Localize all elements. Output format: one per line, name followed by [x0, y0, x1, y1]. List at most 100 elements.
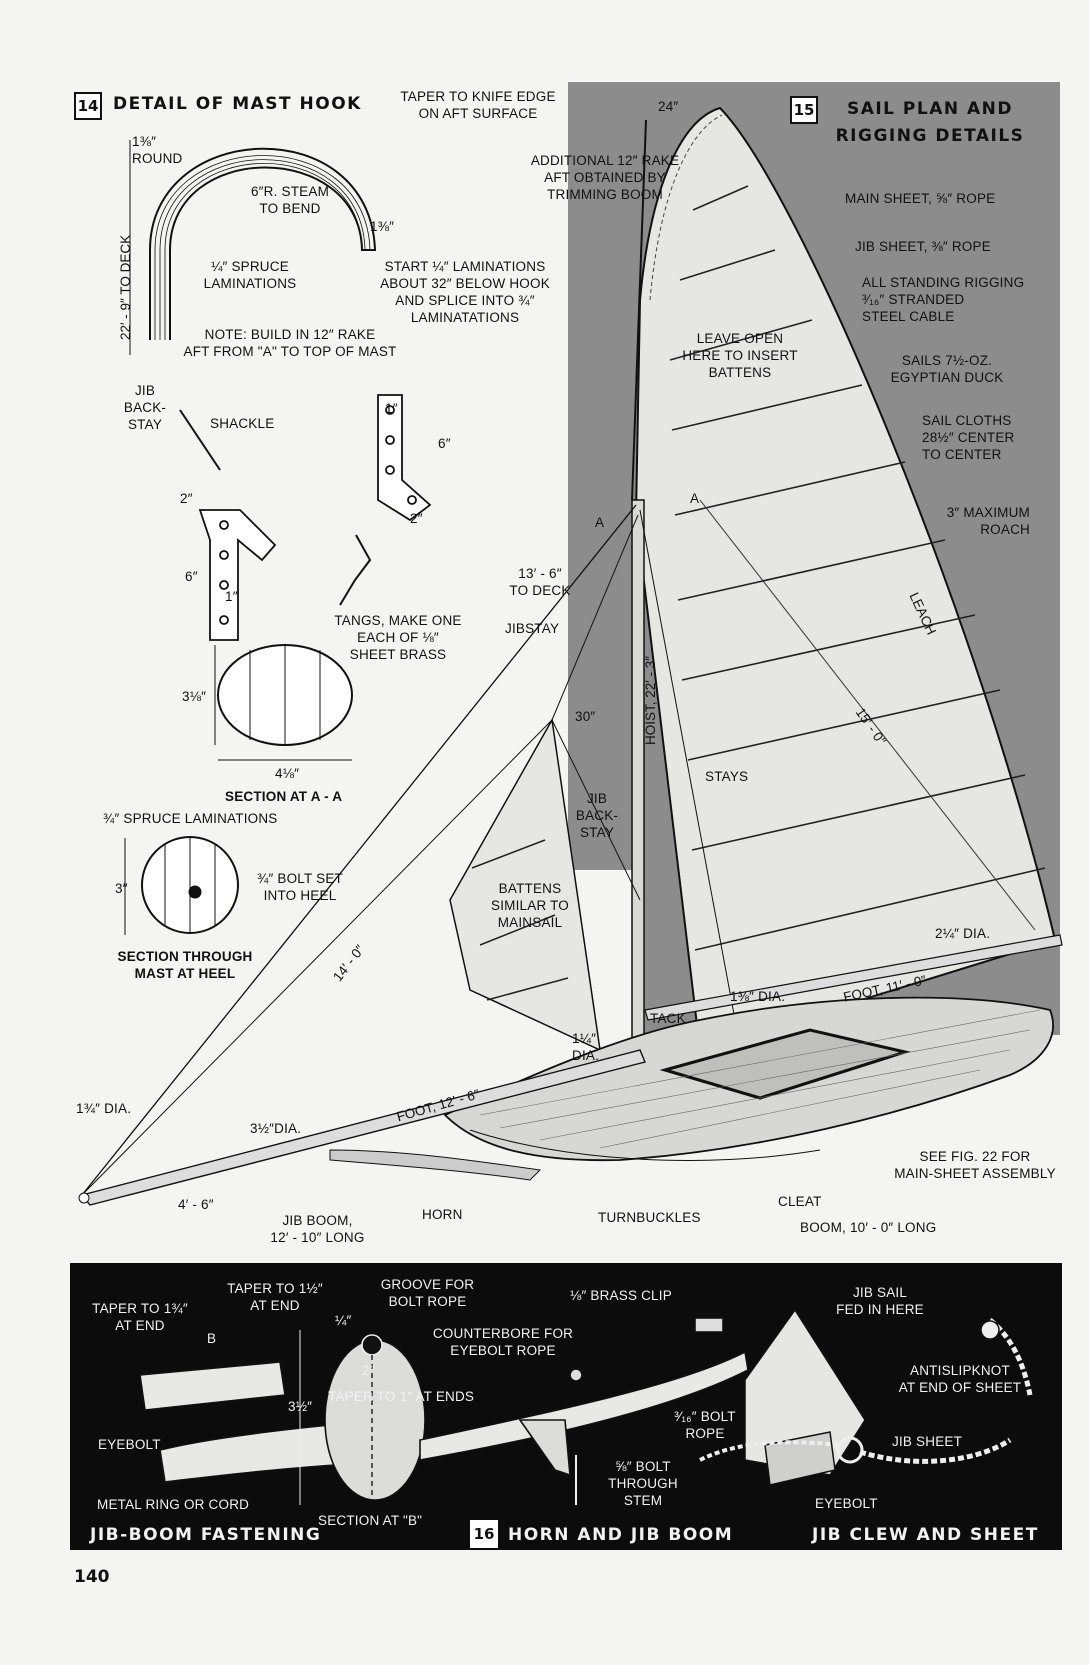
fig16-caption-right: JIB CLEW AND SHEET	[812, 1525, 1039, 1545]
fig15-roach: 3″ MAXIMUM ROACH	[946, 505, 1030, 537]
fig16-groove: GROOVE FOR BOLT ROPE	[380, 1277, 475, 1309]
fig16-caption-left: JIB-BOOM FASTENING	[90, 1525, 322, 1545]
fig15-sail-cloths: SAIL CLOTHS 28½″ CENTER TO CENTER	[922, 413, 1015, 462]
jib-boom-fastening-drawing	[139, 1317, 749, 1505]
fig15-dim-4-6: 4′ - 6″	[178, 1197, 214, 1212]
fig15-number: 15	[790, 96, 818, 124]
fig15-dia-3-12: 3½″DIA.	[250, 1121, 302, 1136]
page-number: 140	[74, 1567, 110, 1587]
fig16-caption-mid: HORN AND JIB BOOM	[508, 1525, 734, 1545]
fig16-bolt-stem: ⅝″ BOLT THROUGH STEM	[608, 1459, 678, 1508]
fig14-sec-aa: SECTION AT A - A	[225, 789, 343, 804]
fig14-sec-aa-width: 4⅛″	[275, 766, 300, 781]
section-heel	[124, 836, 239, 935]
fig15-add-rake: ADDITIONAL 12″ RAKE AFT OBTAINED BY TRIM…	[530, 153, 680, 202]
fig16-b-mark: B	[207, 1331, 217, 1346]
tang-right	[377, 394, 432, 522]
fig14-taper-note: TAPER TO KNIFE EDGE ON AFT SURFACE	[400, 89, 556, 121]
fig16-eyebolt-left: EYEBOLT	[98, 1437, 161, 1452]
fig15-dia-1-38: 1⅜″ DIA.	[730, 989, 786, 1004]
fig14-dim-1-left: 1″	[225, 589, 238, 604]
fig15-turnbuckles: TURNBUCKLES	[598, 1210, 701, 1225]
fig15-jib-backstay: JIB BACK- STAY	[575, 791, 619, 840]
fig14-heel-height: 3″	[115, 881, 128, 896]
fig14-spruce: ¼″ SPRUCE LAMINATIONS	[203, 259, 297, 291]
fig15-horn: HORN	[422, 1207, 463, 1222]
fig14-title: DETAIL OF MAST HOOK	[113, 94, 362, 114]
mainsail-battens	[669, 185, 1046, 951]
fig15-jib-sheet: JIB SHEET, ⅜″ ROPE	[855, 239, 991, 254]
fig16-sec-b: SECTION AT "B"	[318, 1513, 423, 1528]
fig14-start-lam: START ¼″ LAMINATIONS ABOUT 32″ BELOW HOO…	[380, 259, 550, 325]
main-boom	[644, 934, 1063, 1021]
cockpit	[659, 1028, 911, 1100]
fig16-h-312: 3½″	[288, 1399, 313, 1414]
fig15-to-deck: 13′ - 6″ TO DECK	[509, 566, 571, 598]
section-a-a	[214, 644, 353, 761]
fig15-dia-1-14: 1¼″ DIA.	[572, 1031, 600, 1063]
fig15-dim-30: 30″	[575, 709, 596, 724]
fig14-jib-backstay: JIB BACK- STAY	[123, 383, 167, 432]
fig14-radius: 6″R. STEAM TO BEND	[250, 184, 330, 216]
fig14-to-deck: 22′ - 9″ TO DECK	[118, 234, 133, 340]
fig16-taper-ends: TAPER TO 1″ AT ENDS	[328, 1389, 475, 1404]
fig15-battens: BATTENS SIMILAR TO MAINSAIL	[490, 881, 570, 930]
fig15-boom: BOOM, 10′ - 0″ LONG	[800, 1220, 937, 1235]
jib-sail-shape	[449, 717, 601, 1052]
fig15-tack: TACK	[650, 1011, 686, 1026]
tang-left	[198, 509, 277, 641]
fig16-brass-clip: ⅛″ BRASS CLIP	[570, 1288, 672, 1303]
fig14-lam-34: ¾″ SPRUCE LAMINATIONS	[103, 811, 278, 826]
fig14-bolt-heel: ¾″ BOLT SET INTO HEEL	[256, 871, 343, 903]
fig14-dim-6-top: 6″	[438, 436, 451, 451]
fig15-dia-2-14: 2¼″ DIA.	[935, 926, 991, 941]
fig15-top-24: 24″	[658, 99, 679, 114]
fig15-title: SAIL PLAN AND RIGGING DETAILS	[835, 99, 1025, 146]
jib-battens	[471, 839, 569, 1001]
fig15-stays: STAYS	[705, 769, 749, 784]
fig16-antislip: ANTISLIPKNOT AT END OF SHEET	[898, 1363, 1022, 1395]
mast	[631, 499, 645, 1061]
fig14-dim-2-left: 2″	[180, 491, 193, 506]
fig15-see-fig: SEE FIG. 22 FOR MAIN-SHEET ASSEMBLY	[894, 1149, 1056, 1181]
fig16-metal-ring: METAL RING OR CORD	[97, 1497, 250, 1512]
fig15-hoist: HOIST, 22′ - 3″	[643, 655, 658, 745]
fig16-jib-sail-fed: JIB SAIL FED IN HERE	[836, 1285, 924, 1317]
fig15-leave-open: LEAVE OPEN HERE TO INSERT BATTENS	[682, 331, 798, 380]
fig16-number: 16	[470, 1520, 498, 1548]
fig16-eyebolt-right: EYEBOLT	[815, 1496, 878, 1511]
mast-hook-drawing	[129, 140, 377, 355]
fig16-taper-134: TAPER TO 1¾″ AT END	[92, 1301, 188, 1333]
mainsail-shape	[634, 106, 1057, 1052]
fig16-counterbore: COUNTERBORE FOR EYEBOLT ROPE	[432, 1326, 574, 1358]
fig15-sails: SAILS 7½-OZ. EGYPTIAN DUCK	[890, 353, 1004, 385]
fig14-note-rake: NOTE: BUILD IN 12″ RAKE AFT FROM "A" TO …	[183, 327, 397, 359]
fig15-jibstay: JIBSTAY	[505, 621, 560, 636]
fig15-jib-boom: JIB BOOM, 12′ - 10″ LONG	[270, 1213, 365, 1245]
fig14-sec-aa-height: 3⅛″	[182, 689, 207, 704]
fig16-two-in: 2″	[362, 1363, 375, 1378]
jib-forestay	[81, 504, 637, 1196]
fig14-dim-6-left: 6″	[185, 569, 198, 584]
fig15-a-left: A	[595, 515, 605, 530]
fig15-standing: ALL STANDING RIGGING ³⁄₁₆″ STRANDED STEE…	[862, 275, 1025, 324]
fig15-main-sheet: MAIN SHEET, ⅝″ ROPE	[845, 191, 996, 206]
fig15-a-right: A	[690, 491, 700, 506]
mainsail-luff-line	[649, 114, 723, 301]
fig16-bolt-rope: ³⁄₁₆″ BOLT ROPE	[674, 1409, 736, 1441]
fig14-round: 1⅜″ ROUND	[132, 134, 183, 166]
horn-jib-boom-black-panel	[70, 1263, 1062, 1550]
fig14-shackle: SHACKLE	[210, 416, 275, 431]
fig14-dim-1-top: 1″	[385, 401, 398, 416]
fig14-tangs: TANGS, MAKE ONE EACH OF ⅛″ SHEET BRASS	[334, 613, 462, 662]
fig14-number: 14	[74, 92, 102, 120]
fig15-cleat: CLEAT	[778, 1194, 822, 1209]
fig14-sec-heel: SECTION THROUGH MAST AT HEEL	[117, 949, 253, 981]
fig14-dim-2-right: 2″	[410, 511, 423, 526]
fig16-quarter: ¼″	[335, 1313, 352, 1328]
fig16-taper-112: TAPER TO 1½″ AT END	[227, 1281, 323, 1313]
fig14-width-right: 1⅜″	[370, 219, 395, 234]
fig16-jib-sheet: JIB SHEET	[892, 1434, 963, 1449]
